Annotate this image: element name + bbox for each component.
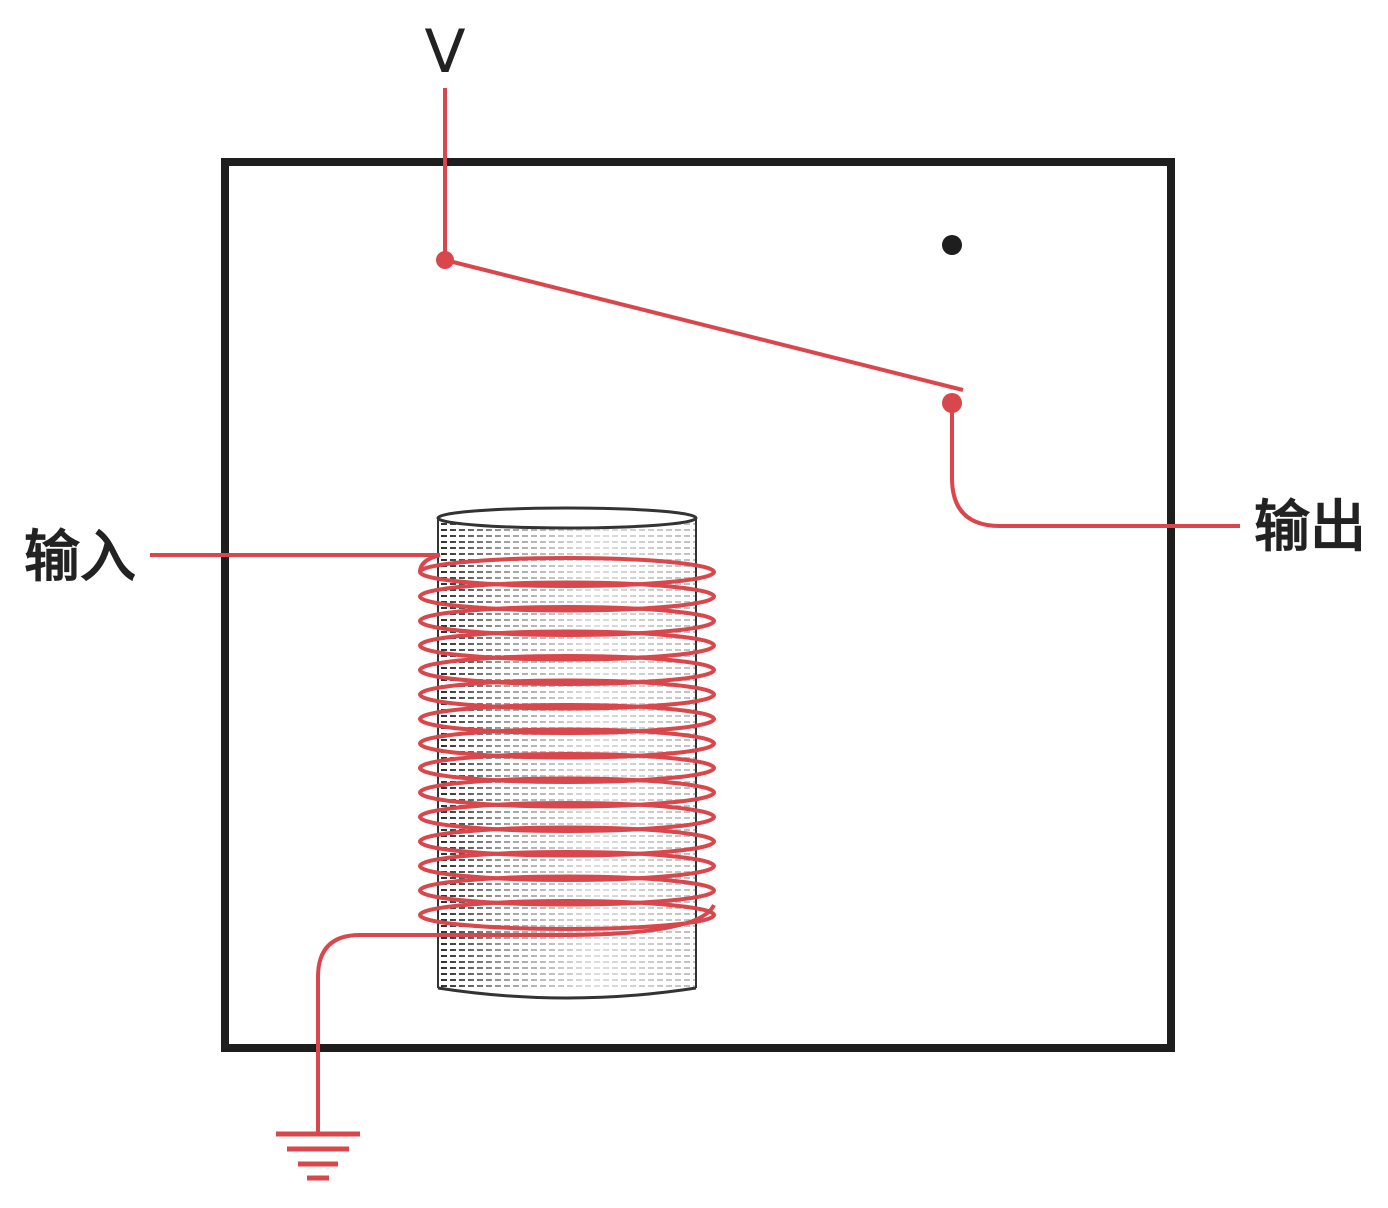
- pivot-contact: [436, 251, 454, 269]
- coil-turn: [418, 727, 716, 760]
- coil-windings: [418, 553, 716, 937]
- coil-turn: [418, 801, 716, 833]
- coil-turn: [418, 629, 716, 662]
- output-label: 输出: [1254, 495, 1366, 560]
- normally-open-contact: [942, 235, 962, 255]
- coil-turn: [418, 580, 716, 613]
- input-label: 输入: [24, 525, 136, 590]
- coil-turn: [418, 850, 716, 882]
- coil-turn: [418, 874, 716, 907]
- coil-turn: [418, 703, 716, 735]
- coil-turn: [418, 752, 716, 784]
- coil-turn: [418, 899, 716, 931]
- relay-enclosure: [221, 158, 1175, 1052]
- ground-wire: [316, 933, 440, 1132]
- output-wire: [950, 403, 1240, 528]
- ground-icon: [276, 1131, 360, 1181]
- coil-turn: [418, 605, 716, 637]
- switch-armature: [444, 258, 964, 392]
- coil-turn: [418, 776, 716, 809]
- coil-turn: [418, 654, 716, 686]
- coil-bottom-lead: [440, 903, 716, 937]
- coil-turn: [418, 678, 716, 711]
- supply-label: V: [424, 17, 465, 87]
- coil-turn: [418, 825, 716, 858]
